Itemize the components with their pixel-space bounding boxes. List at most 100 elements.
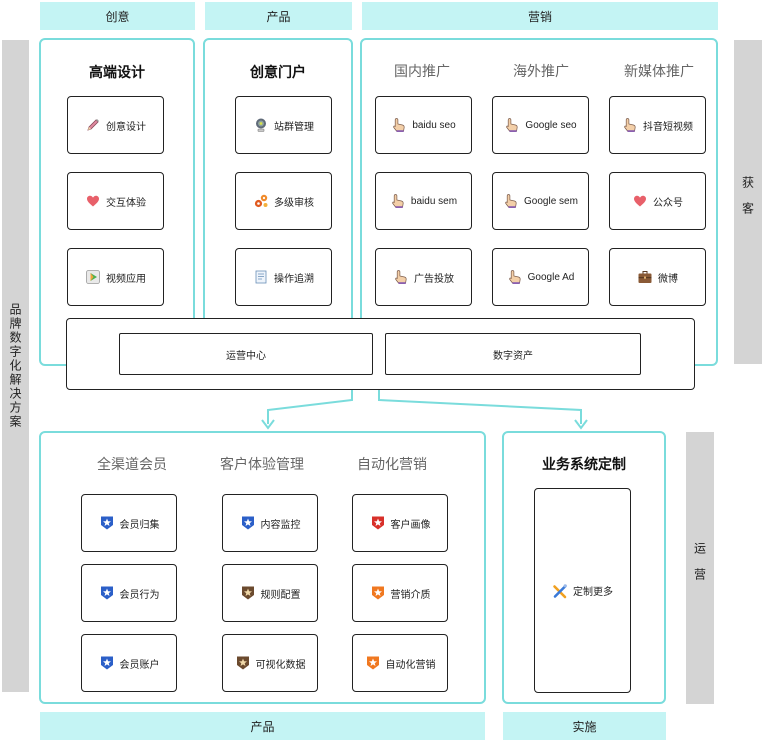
top-tag-product: 产品 [205,2,352,30]
document-icon [253,269,269,285]
pointer-hand-icon [507,269,523,285]
card-customer-profile[interactable]: 客户画像 [352,494,448,552]
operations-panel: 全渠道会员 客户体验管理 自动化营销 会员归集 会员行为 会员账户 内容监控 规… [39,431,486,704]
pointer-hand-icon [390,193,406,209]
product-panel: 创意门户 站群管理 多级审核 操作追溯 [203,38,353,366]
card-google-seo[interactable]: Google seo [492,96,589,154]
card-member-collect[interactable]: 会员归集 [81,494,177,552]
card-op-trace[interactable]: 操作追溯 [235,248,332,306]
star-badge-brown-icon [240,585,256,601]
arrow-to-custom-head [574,419,588,430]
network-icon [253,117,269,133]
star-badge-red-icon [370,515,386,531]
right-side-operate-text: 运营 [692,542,707,594]
arrow-to-operations [267,390,353,424]
group-title-new-media: 新媒体推广 [624,63,694,79]
card-label: 多级审核 [274,197,314,209]
pointer-hand-icon [391,117,407,133]
video-play-icon [85,269,101,285]
card-creative-design[interactable]: 创意设计 [67,96,164,154]
right-side-acquire-text: 获客 [740,176,755,228]
pencil-icon [85,117,101,133]
top-tag-marketing-label: 营销 [527,9,552,24]
card-wechat-account[interactable]: 公众号 [609,172,706,230]
heart-icon [85,193,101,209]
card-label: 客户画像 [390,519,431,531]
card-baidu-sem[interactable]: baidu sem [375,172,472,230]
group-title-members: 全渠道会员 [97,456,167,472]
bottom-tag-implement-label: 实施 [572,719,597,734]
left-side-text: 品牌数字化解决方案 [8,303,22,429]
card-weibo[interactable]: 微博 [609,248,706,306]
star-badge-blue-icon [240,515,256,531]
right-side-operate: 运营 [686,432,714,704]
operations-bar: 运营中心 数字资产 [66,318,695,390]
star-badge-brown-icon [235,655,251,671]
pointer-hand-icon [393,269,409,285]
card-rule-config[interactable]: 规则配置 [222,564,318,622]
card-site-group[interactable]: 站群管理 [235,96,332,154]
group-title-overseas: 海外推广 [513,63,569,79]
card-interaction[interactable]: 交互体验 [67,172,164,230]
marketing-panel: 国内推广 海外推广 新媒体推广 baidu seo baidu sem 广告投放… [360,38,718,366]
top-tag-creative-label: 创意 [105,9,130,24]
card-label: 会员账户 [119,659,160,671]
card-ad-placement[interactable]: 广告投放 [375,248,472,306]
card-label: 微博 [658,273,678,285]
product-panel-title: 创意门户 [250,64,306,80]
group-title-automation: 自动化营销 [357,456,427,472]
card-multi-review[interactable]: 多级审核 [235,172,332,230]
bottom-tag-product-label: 产品 [250,719,275,734]
card-baidu-seo[interactable]: baidu seo [375,96,472,154]
tools-cross-icon [552,583,568,599]
gears-icon [253,193,269,209]
group-title-domestic: 国内推广 [394,63,450,79]
group-title-cx: 客户体验管理 [220,456,304,472]
custom-panel: 业务系统定制 定制更多 [502,431,666,704]
custom-panel-title: 业务系统定制 [542,456,626,472]
card-label: 自动化营销 [385,659,436,671]
star-badge-orange-icon [370,585,386,601]
card-member-behavior[interactable]: 会员行为 [81,564,177,622]
star-badge-blue-icon [99,585,115,601]
digital-assets-button[interactable]: 数字资产 [385,333,641,375]
top-tag-marketing: 营销 [362,2,718,30]
card-marketing-media[interactable]: 营销介质 [352,564,448,622]
creative-panel: 高端设计 创意设计 交互体验 视频应用 [39,38,195,366]
card-label: 操作追溯 [274,273,314,285]
card-label: 站群管理 [274,121,314,133]
card-label: 定制更多 [573,587,613,598]
ops-center-label: 运营中心 [226,350,266,362]
card-auto-marketing[interactable]: 自动化营销 [352,634,448,692]
ops-center-button[interactable]: 运营中心 [119,333,373,375]
right-side-acquire: 获客 [734,40,762,364]
card-label: 抖音短视频 [643,121,693,133]
card-data-visual[interactable]: 可视化数据 [222,634,318,692]
card-douyin[interactable]: 抖音短视频 [609,96,706,154]
bottom-tag-implement: 实施 [503,712,666,740]
card-content-monitor[interactable]: 内容监控 [222,494,318,552]
arrow-to-custom [378,390,582,424]
digital-assets-label: 数字资产 [493,350,533,362]
arrow-to-operations-head [261,419,275,430]
card-label: 营销介质 [390,589,431,601]
card-label: Google seo [525,119,577,131]
bottom-tag-product: 产品 [40,712,485,740]
heart-icon [632,193,648,209]
card-member-account[interactable]: 会员账户 [81,634,177,692]
card-google-sem[interactable]: Google sem [492,172,589,230]
card-label: 规则配置 [260,589,301,601]
top-tag-creative: 创意 [40,2,195,30]
card-label: 内容监控 [260,519,301,531]
card-label: 公众号 [653,197,683,209]
card-label: 广告投放 [414,273,454,285]
pointer-hand-icon [503,193,519,209]
card-video[interactable]: 视频应用 [67,248,164,306]
star-badge-blue-icon [99,515,115,531]
card-google-ad[interactable]: Google Ad [492,248,589,306]
pointer-hand-icon [622,117,638,133]
card-label: 会员行为 [119,589,160,601]
card-custom-more[interactable]: 定制更多 [534,488,631,693]
pointer-hand-icon [504,117,520,133]
card-label: baidu seo [412,119,456,131]
